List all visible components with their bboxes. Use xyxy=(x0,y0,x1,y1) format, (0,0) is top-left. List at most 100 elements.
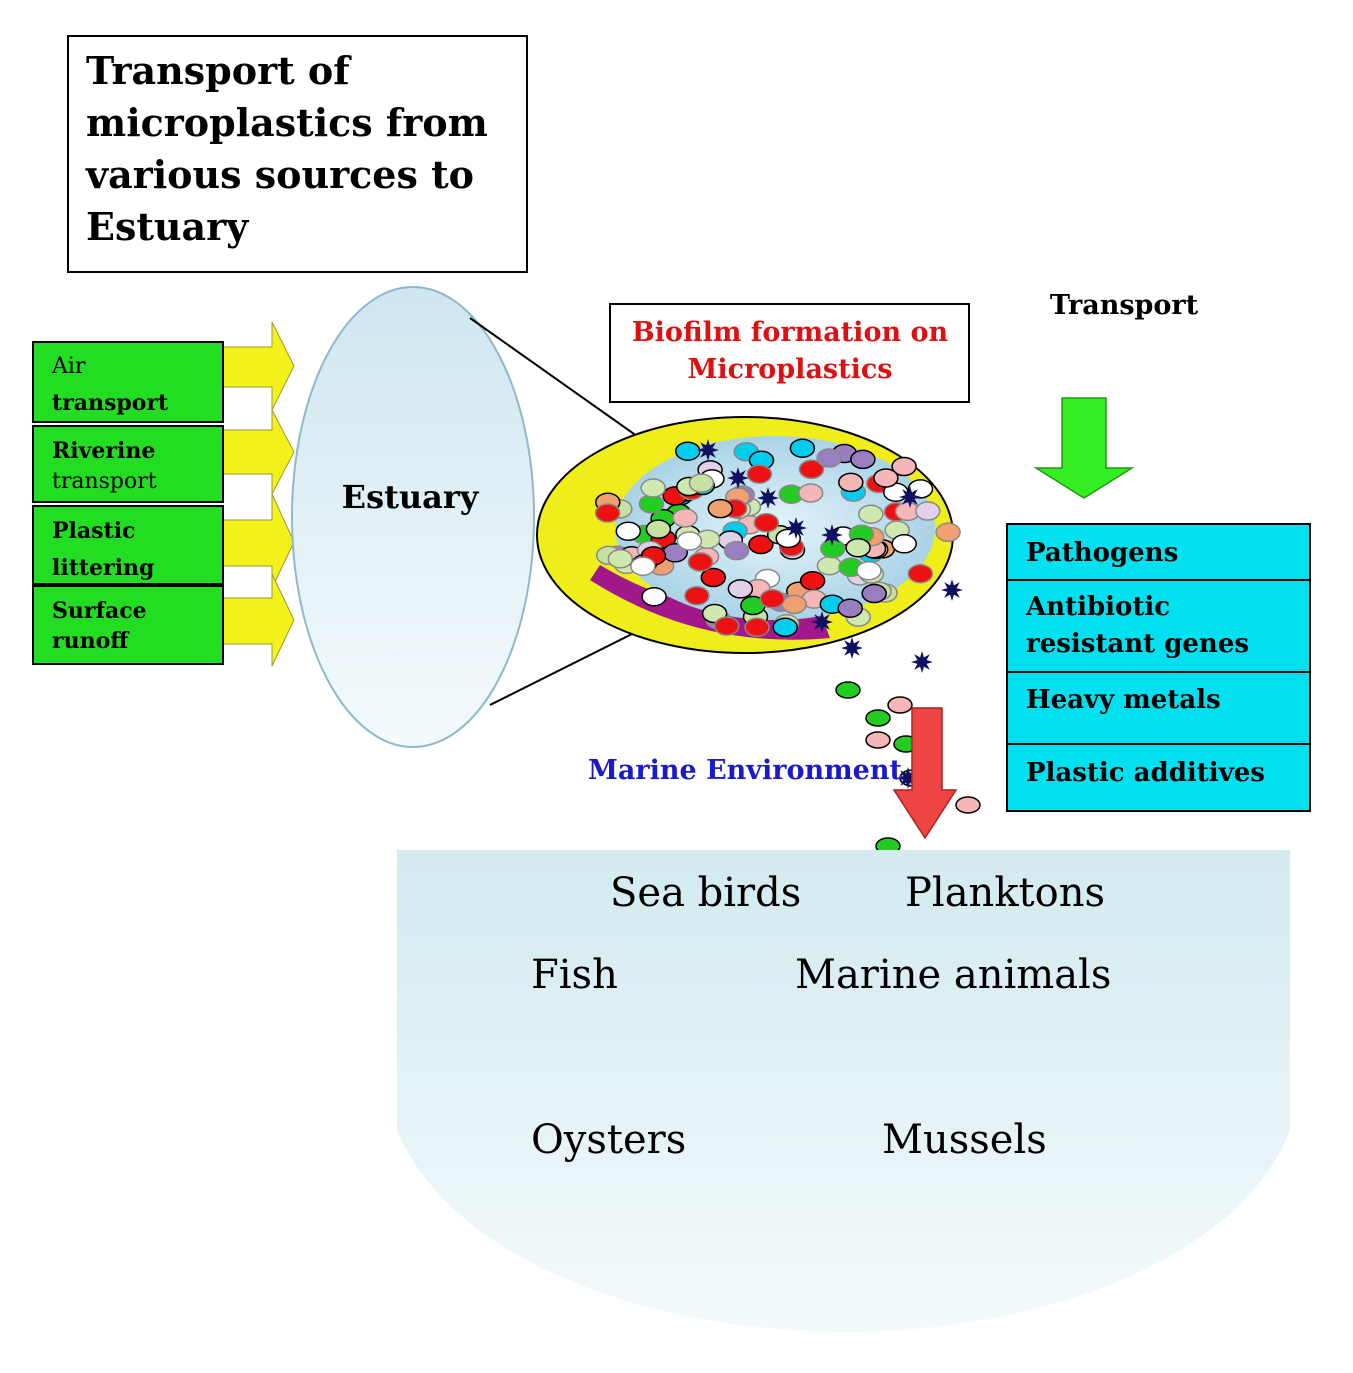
microplastic-particle xyxy=(797,483,824,503)
organism-marine-animals: Marine animals xyxy=(795,952,1111,998)
falling-particle xyxy=(865,731,891,749)
falling-particle xyxy=(835,681,861,699)
title-line-2: microplastics from xyxy=(86,100,488,145)
bacteria-icon xyxy=(841,637,863,659)
microplastic-particle xyxy=(858,504,884,524)
microplastic-particle xyxy=(837,598,863,618)
microplastic-particle xyxy=(772,617,798,637)
yellow-arrow-1 xyxy=(221,321,295,411)
microplastic-particle xyxy=(746,464,773,484)
contaminant-2-line-2: resistant genes xyxy=(1026,629,1249,659)
microplastic-particle xyxy=(907,563,934,584)
source-boxes: Air transport Riverine transport Plastic… xyxy=(32,341,224,665)
microplastic-particle xyxy=(891,456,917,477)
microplastic-particle xyxy=(753,513,780,533)
microplastic-particles xyxy=(594,438,963,659)
falling-particle xyxy=(955,796,981,814)
estuary: Estuary xyxy=(291,286,535,748)
source-3-line-2: littering xyxy=(52,555,154,581)
microplastic-particle xyxy=(641,586,667,607)
contaminant-4-line-1: Plastic additives xyxy=(1026,758,1265,788)
bacteria-icon xyxy=(785,517,807,539)
title-box: Transport of microplastics from various … xyxy=(67,35,528,273)
biofilm-label-box: Biofilm formation on Microplastics xyxy=(609,303,970,403)
microplastic-particle xyxy=(748,534,774,555)
contaminant-3-line-1: Heavy metals xyxy=(1026,685,1221,715)
microplastic-particle xyxy=(727,579,754,599)
microplastic-particle xyxy=(688,473,715,493)
estuary-label: Estuary xyxy=(342,478,480,516)
microplastic-particle xyxy=(675,441,701,461)
microplastic-particle xyxy=(672,508,698,528)
source-4-line-2: runoff xyxy=(52,628,130,654)
title-line-1: Transport of xyxy=(86,48,352,93)
source-4-line-1: Surface xyxy=(52,598,147,624)
source-2-line-2: transport xyxy=(52,469,157,494)
bacteria-icon xyxy=(911,651,933,673)
bacteria-icon xyxy=(727,467,749,489)
falling-particle xyxy=(887,696,913,714)
biofilm-disk xyxy=(536,416,963,659)
falling-particles xyxy=(835,651,981,855)
yellow-arrow-2 xyxy=(221,409,295,495)
green-down-arrow xyxy=(1033,397,1135,499)
marine-organisms: Sea birds Planktons Fish Marine animals … xyxy=(531,870,1111,1163)
organism-oysters: Oysters xyxy=(531,1117,686,1163)
bacteria-icon xyxy=(899,486,921,508)
marine-environment-label: Marine Environment xyxy=(588,755,902,786)
microplastic-particle xyxy=(856,560,882,581)
microplastic-particle xyxy=(630,556,656,576)
microplastic-particle xyxy=(723,540,750,561)
bacteria-icon xyxy=(757,487,779,509)
yellow-arrow-3 xyxy=(221,493,295,589)
bacteria-icon xyxy=(697,439,719,461)
microplastic-particle xyxy=(607,549,634,569)
microplastic-particle xyxy=(781,594,807,615)
microplastic-particle xyxy=(645,519,672,539)
microplastic-particle xyxy=(816,448,842,468)
microplastic-particle xyxy=(891,534,917,554)
microplastic-particle xyxy=(850,449,876,470)
source-1-line-1: Air xyxy=(51,354,86,379)
microplastic-particle xyxy=(861,583,887,604)
microplastic-particle xyxy=(714,616,740,636)
bacteria-icon xyxy=(941,579,963,601)
title-line-4: Estuary xyxy=(86,204,249,249)
source-3-line-1: Plastic xyxy=(52,518,135,544)
organism-mussels: Mussels xyxy=(882,1117,1047,1163)
microplastic-particle xyxy=(684,585,710,606)
microplastic-particle xyxy=(915,501,941,521)
microplastic-particle xyxy=(676,531,703,551)
microplastic-particle xyxy=(700,567,727,588)
red-down-arrow xyxy=(892,707,958,840)
microplastic-particle xyxy=(816,555,843,576)
organism-sea-birds: Sea birds xyxy=(610,870,801,916)
microplastic-particle xyxy=(640,478,666,498)
contaminant-2-line-1: Antibiotic xyxy=(1025,592,1170,622)
microplastic-particle xyxy=(687,552,714,572)
microplastic-particle xyxy=(775,528,801,549)
source-2-line-1: Riverine xyxy=(52,438,155,464)
yellow-arrow-4 xyxy=(221,573,295,667)
microplastic-particle xyxy=(759,589,786,609)
organism-planktons: Planktons xyxy=(905,870,1105,916)
title-line-3: various sources to xyxy=(85,152,474,197)
microplastic-particle xyxy=(744,617,770,638)
biofilm-line-1: Biofilm formation on xyxy=(632,317,949,348)
transport-label: Transport xyxy=(1050,290,1199,321)
source-arrows xyxy=(221,321,295,667)
microplastic-particle xyxy=(615,521,642,541)
microplastic-particle xyxy=(594,503,621,523)
bacteria-icon xyxy=(811,611,833,633)
source-1-line-2: transport xyxy=(52,390,169,416)
microplastic-particle xyxy=(789,438,816,458)
microplastic-particle xyxy=(873,468,899,488)
microplastic-particle xyxy=(845,537,871,558)
contaminant-boxes: Pathogens Antibiotic resistant genes Hea… xyxy=(1006,523,1311,812)
biofilm-line-2: Microplastics xyxy=(687,354,892,385)
microplastic-particle xyxy=(799,571,826,591)
marine-bowl xyxy=(397,850,1290,1332)
microplastic-particle xyxy=(707,498,734,519)
falling-particle xyxy=(865,709,891,727)
microplastic-particle xyxy=(798,459,825,480)
